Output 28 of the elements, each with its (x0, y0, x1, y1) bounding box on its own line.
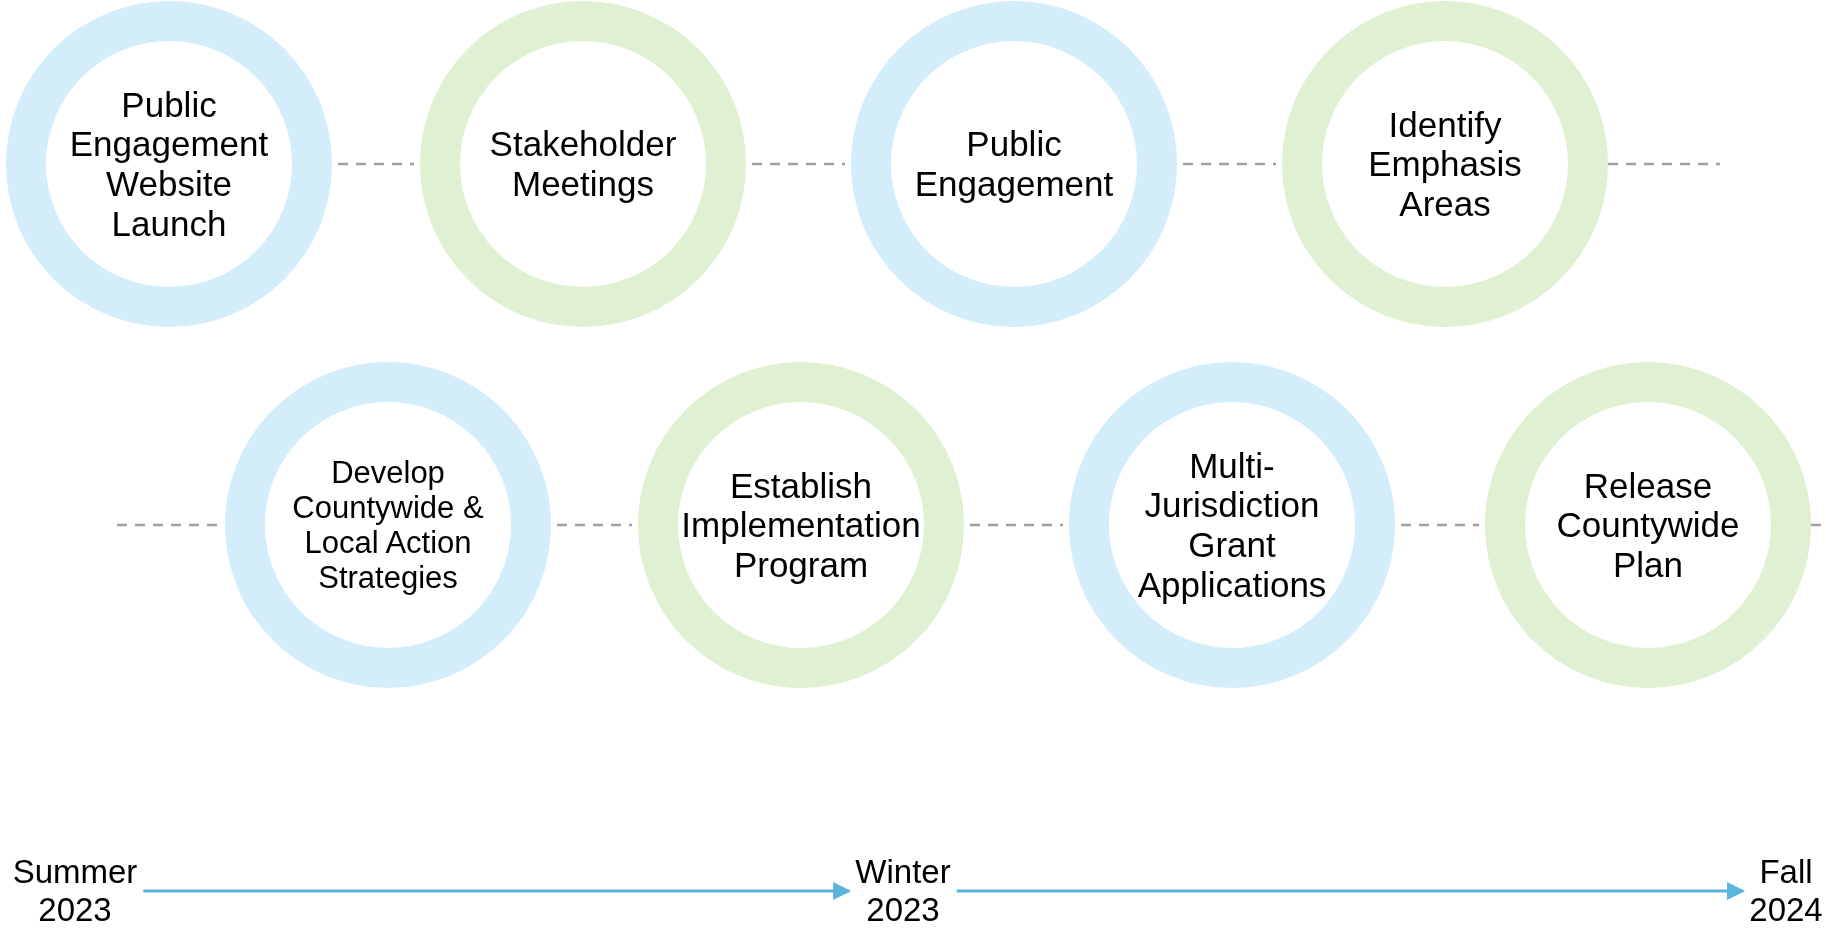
milestone-ring (225, 362, 551, 688)
milestone-label: Public Engagement (913, 124, 1115, 204)
dashed-connector (1608, 162, 1720, 166)
timeline-arrow (143, 882, 852, 900)
milestone-ring (1282, 1, 1608, 327)
milestone-label: Identify Emphasis Areas (1367, 104, 1523, 224)
dashed-connector (1183, 162, 1276, 166)
milestone-label: Multi-Jurisdiction Grant Applications (1136, 445, 1328, 605)
milestone-ring (638, 362, 964, 688)
dashed-connector (970, 523, 1063, 527)
milestone-ring (1069, 362, 1395, 688)
milestone-ring (420, 1, 746, 327)
dashed-connector (338, 162, 414, 166)
milestone-ring (851, 1, 1177, 327)
milestone-ring (6, 1, 332, 327)
dashed-connector (1401, 523, 1479, 527)
milestone-label: Release Countywide Plan (1555, 465, 1741, 585)
timeline-date-label: Winter 2023 (855, 853, 951, 929)
timeline-date-label: Summer 2023 (12, 853, 138, 929)
milestone-label: Stakeholder Meetings (488, 124, 678, 204)
milestone-label: Public Engagement Website Launch (68, 84, 270, 244)
milestone-label: Develop Countywide & Local Action Strategies (291, 454, 485, 596)
dashed-connector (752, 162, 845, 166)
milestone-label: Establish Implementation Program (680, 465, 922, 585)
timeline-date-label: Fall 2024 (1749, 853, 1823, 929)
timeline-arrow (956, 882, 1746, 900)
milestone-ring (1485, 362, 1811, 688)
dashed-connector (557, 523, 632, 527)
